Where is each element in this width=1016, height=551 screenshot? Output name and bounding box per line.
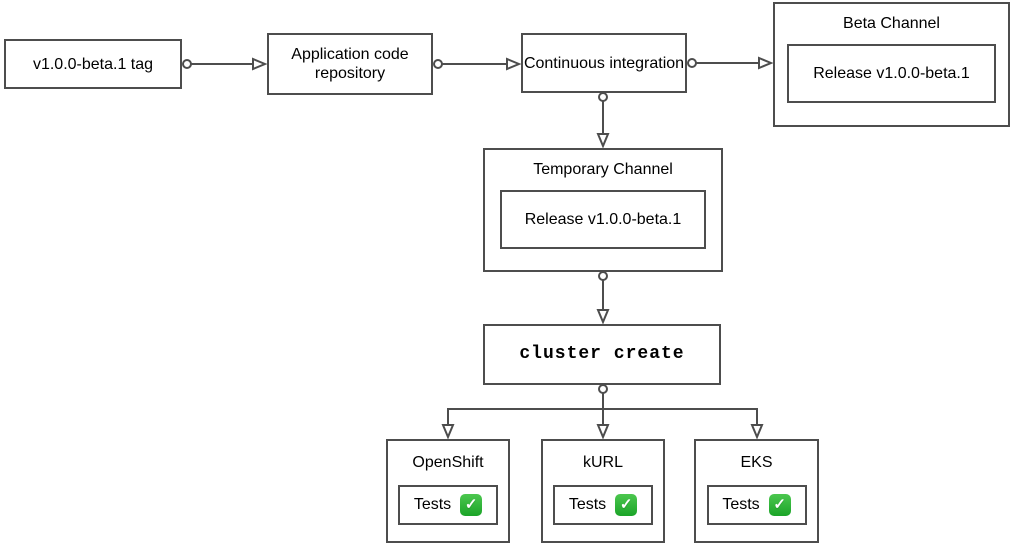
tests-box: Tests ✓: [398, 485, 498, 525]
node-label: Continuous integration: [523, 54, 685, 72]
node-eks: EKS Tests ✓: [694, 439, 819, 543]
node-continuous-integration: Continuous integration: [521, 33, 687, 93]
release-label: Release v1.0.0-beta.1: [524, 210, 682, 228]
node-version-tag: v1.0.0-beta.1 tag: [4, 39, 182, 89]
edge-source-dot: [687, 58, 697, 68]
tests-box: Tests ✓: [706, 485, 807, 525]
edge-ci-to-temp: [596, 92, 610, 149]
edge-repo-to-ci: [433, 57, 522, 71]
edge-tag-to-repo: [182, 57, 268, 71]
edge-arrowhead: [441, 424, 455, 440]
node-title: OpenShift: [412, 454, 484, 471]
edge-arrowhead: [750, 424, 764, 440]
tests-box: Tests ✓: [553, 485, 653, 525]
edge-ci-to-beta: [687, 56, 774, 70]
edge-source-dot: [598, 92, 608, 102]
check-mark-button-icon: ✓: [615, 494, 638, 516]
edge-arrowhead: [596, 424, 610, 440]
check-mark-button-icon: ✓: [460, 494, 483, 516]
edge-arrowhead: [252, 57, 268, 71]
node-kurl: kURL Tests ✓: [541, 439, 665, 543]
check-mark-button-icon: ✓: [768, 494, 791, 516]
node-title: Temporary Channel: [533, 161, 673, 178]
node-temporary-channel: Temporary Channel Release v1.0.0-beta.1: [483, 148, 723, 272]
node-label: Application code repository: [291, 46, 409, 82]
edge-source-dot: [598, 271, 608, 281]
node-beta-channel: Beta Channel Release v1.0.0-beta.1: [773, 2, 1010, 127]
edge-arrowhead: [596, 133, 610, 149]
node-label: cluster create: [519, 344, 685, 364]
node-openshift: OpenShift Tests ✓: [386, 439, 510, 543]
tests-label: Tests: [722, 496, 760, 513]
node-label: v1.0.0-beta.1 tag: [32, 55, 154, 73]
release-box: Release v1.0.0-beta.1: [500, 190, 706, 249]
edge-source-dot: [598, 384, 608, 394]
node-title: Beta Channel: [843, 15, 940, 32]
edge-arrowhead: [758, 56, 774, 70]
edge-source-dot: [433, 59, 443, 69]
edge-temp-to-cluster: [596, 271, 610, 325]
tests-label: Tests: [413, 496, 452, 513]
release-label: Release v1.0.0-beta.1: [813, 64, 970, 82]
tests-label: Tests: [568, 496, 607, 513]
edge-arrowhead: [596, 309, 610, 325]
edge-source-dot: [182, 59, 192, 69]
edge-cluster-to-tests: [441, 384, 764, 440]
node-title: EKS: [740, 454, 773, 471]
node-cluster-create-command: cluster create: [483, 324, 721, 385]
node-application-code-repository: Application code repository: [267, 33, 433, 95]
edge-arrowhead: [506, 57, 522, 71]
node-title: kURL: [582, 454, 623, 471]
release-box: Release v1.0.0-beta.1: [787, 44, 996, 103]
